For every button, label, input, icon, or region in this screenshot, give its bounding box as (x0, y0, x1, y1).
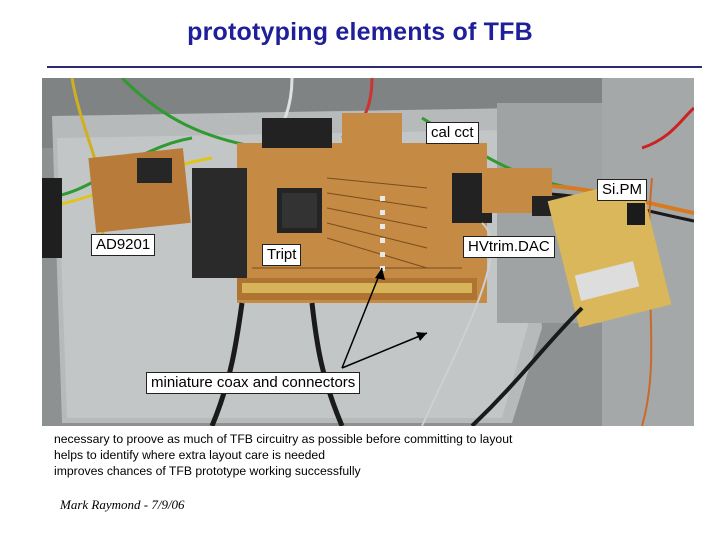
prototype-photo: cal cct Si.PM AD9201 Tript HVtrim.DAC mi… (42, 78, 694, 426)
hvtrim-dac-label: HVtrim.DAC (463, 236, 555, 258)
sipm-label: Si.PM (597, 179, 648, 201)
tript-label: Tript (262, 244, 302, 266)
note-line: improves chances of TFB prototype workin… (54, 464, 361, 478)
notes-block: necessary to proove as much of TFB circu… (54, 431, 512, 479)
title-divider (47, 66, 702, 68)
note-line: necessary to proove as much of TFB circu… (54, 432, 513, 446)
ad9201-label: AD9201 (91, 234, 156, 256)
author-date-footer: Mark Raymond - 7/9/06 (60, 497, 185, 512)
cal-cct-label: cal cct (426, 122, 479, 144)
coax-label: miniature coax and connectors (146, 372, 361, 394)
note-line: helps to identify where extra layout car… (54, 448, 325, 462)
slide-title: prototyping elements of TFB (187, 18, 533, 46)
